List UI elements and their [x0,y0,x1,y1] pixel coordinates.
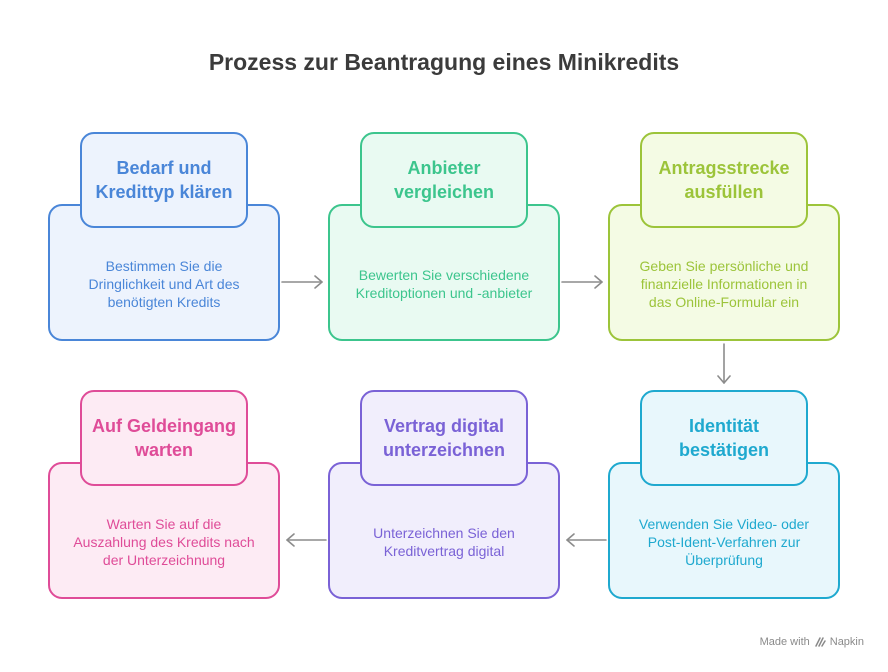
step-4-title: Identität bestätigen [678,416,770,460]
arrow-5-to-6 [286,533,327,547]
step-4-description: Verwenden Sie Video- oder Post-Ident-Ver… [638,515,810,568]
arrow-1-to-2 [281,275,323,289]
step-4-header: Identität bestätigen [640,390,808,486]
step-3-title: Antragsstrecke ausfüllen [658,158,790,202]
step-6-description: Warten Sie auf die Auszahlung des Kredit… [73,515,255,568]
step-2-title: Anbieter vergleichen [393,158,495,202]
footer-credit[interactable]: Made with Napkin [760,636,864,648]
step-5-title: Vertrag digital unterzeichnen [382,416,506,460]
step-1-description: Bestimmen Sie die Dringlichkeit und Art … [88,257,240,310]
step-2-header: Anbieter vergleichen [360,132,528,228]
step-3-header: Antragsstrecke ausfüllen [640,132,808,228]
made-with-label: Made with [759,636,810,648]
arrow-3-to-4 [717,343,731,384]
napkin-logo-icon [815,637,826,647]
step-6-header: Auf Geldeingang warten [80,390,248,486]
step-1-title: Bedarf und Kredittyp klären [95,158,233,202]
diagram-title: Prozess zur Beantragung eines Minikredit… [208,49,680,75]
napkin-brand-label: Napkin [829,636,864,648]
step-5-description: Unterzeichnen Sie den Kreditvertrag digi… [373,524,515,559]
step-2-description: Bewerten Sie verschiedene Kreditoptionen… [355,266,533,301]
step-6-title: Auf Geldeingang warten [92,416,236,460]
step-3-description: Geben Sie persönliche und finanzielle In… [639,257,809,310]
arrow-2-to-3 [561,275,603,289]
step-1-card: Bestimmen Sie die Dringlichkeit und Art … [48,204,280,341]
step-5-header: Vertrag digital unterzeichnen [360,390,528,486]
step-1-header: Bedarf und Kredittyp klären [80,132,248,228]
arrow-4-to-5 [566,533,607,547]
step-4-card: Verwenden Sie Video- oder Post-Ident-Ver… [608,462,840,599]
